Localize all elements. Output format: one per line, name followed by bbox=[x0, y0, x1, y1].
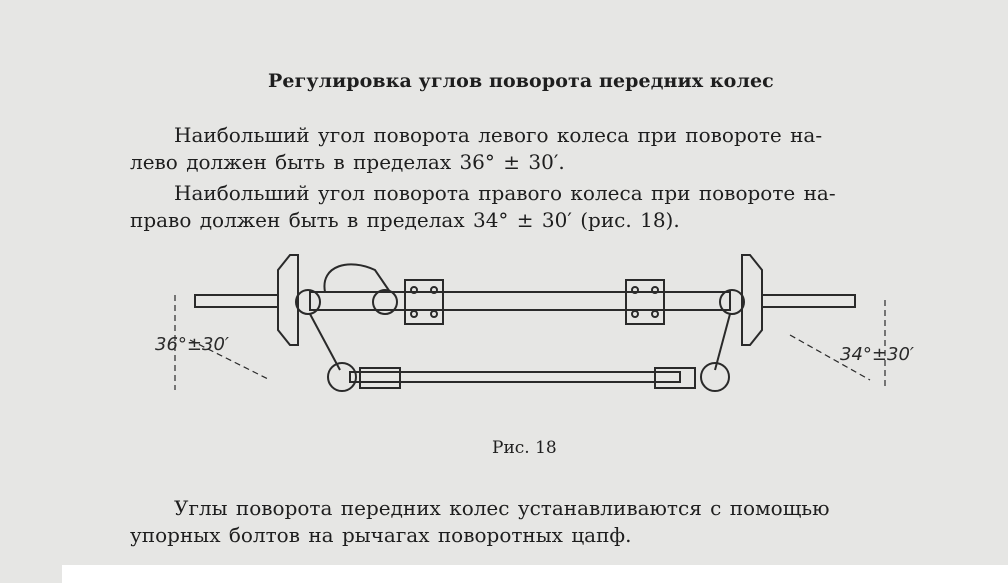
paragraph-line: упорных болтов на рычагах поворотных цап… bbox=[130, 523, 632, 547]
tie-rod bbox=[349, 371, 681, 383]
spring-pad-left bbox=[404, 279, 444, 325]
paragraph-line: Углы поворота передних колес устанавлива… bbox=[174, 496, 830, 520]
left-angle-line bbox=[189, 339, 271, 381]
right-angle-label: 34°±30′ bbox=[840, 344, 914, 365]
front-axle-figure: 36°±30′ 34°±30′ bbox=[155, 254, 914, 392]
right-wheel-hub bbox=[741, 254, 763, 346]
left-wheel-hub bbox=[277, 254, 299, 346]
left-spindle bbox=[194, 294, 279, 308]
right-angle-line bbox=[789, 334, 871, 381]
axle-gooseneck bbox=[323, 263, 391, 293]
paragraph-adjustment: Углы поворота передних колес устанавлива… bbox=[130, 495, 938, 549]
tie-rod-clamp-right bbox=[654, 367, 696, 389]
left-steering-arm bbox=[309, 313, 341, 371]
beam-boss bbox=[372, 289, 398, 315]
tie-rod-end-left bbox=[327, 362, 357, 392]
left-kingpin bbox=[295, 289, 321, 315]
scan-edge bbox=[62, 565, 1008, 583]
spring-pad-right bbox=[625, 279, 665, 325]
left-angle-label: 36°±30′ bbox=[155, 334, 229, 355]
paragraph-line: Наибольший угол поворота левого колеса п… bbox=[174, 123, 823, 147]
tie-rod-clamp-left bbox=[359, 367, 401, 389]
section-heading: Регулировка углов поворота передних коле… bbox=[268, 70, 774, 92]
figure-caption: Рис. 18 bbox=[492, 438, 557, 458]
paragraph-line: право должен быть в пределах 34° ± 30′ (… bbox=[130, 208, 680, 232]
paragraph-line: лево должен быть в пределах 36° ± 30′. bbox=[130, 150, 565, 174]
right-kingpin bbox=[719, 289, 745, 315]
tie-rod-end-right bbox=[700, 362, 730, 392]
right-spindle bbox=[761, 294, 856, 308]
paragraph-right-wheel: Наибольший угол поворота правого колеса … bbox=[130, 180, 938, 234]
paragraph-line: Наибольший угол поворота правого колеса … bbox=[174, 181, 836, 205]
axle-beam bbox=[309, 291, 731, 311]
paragraph-left-wheel: Наибольший угол поворота левого колеса п… bbox=[130, 122, 938, 176]
right-steering-arm bbox=[714, 313, 731, 371]
